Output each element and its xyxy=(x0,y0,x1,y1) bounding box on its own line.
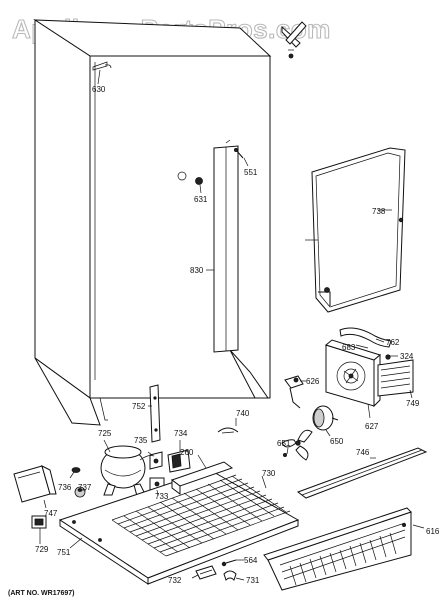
label-626: 626 xyxy=(306,377,320,386)
label-740: 740 xyxy=(236,409,250,418)
part-651-fan-blade xyxy=(281,429,313,461)
part-746-rail xyxy=(296,447,428,499)
part-752-bracket xyxy=(149,384,161,443)
label-564: 564 xyxy=(244,556,258,565)
label-738: 738 xyxy=(372,207,386,216)
part-731-foot xyxy=(223,570,237,581)
label-733: 733 xyxy=(155,492,169,501)
part-735-relay xyxy=(149,451,163,470)
part-751-base-pan xyxy=(58,469,300,585)
part-616-grille xyxy=(263,507,412,591)
part-number-labels: 630 551 631 738 830 762 683 324 626 749 … xyxy=(8,85,440,597)
label-324: 324 xyxy=(400,352,414,361)
label-631: 631 xyxy=(194,195,208,204)
part-627-fan-bracket xyxy=(324,339,382,408)
label-725: 725 xyxy=(98,429,112,438)
label-736: 736 xyxy=(58,483,72,492)
leader-lines xyxy=(39,69,425,581)
label-730: 730 xyxy=(262,469,276,478)
part-830-strip xyxy=(213,139,239,353)
part-736-grommet xyxy=(71,467,81,473)
label-551: 551 xyxy=(244,168,258,177)
part-734-overload xyxy=(167,449,191,473)
part-738-gasket xyxy=(305,147,406,313)
label-260: 260 xyxy=(180,448,194,457)
art-number: (ART NO. WR17697) xyxy=(8,590,75,597)
label-752: 752 xyxy=(132,402,146,411)
label-737: 737 xyxy=(78,483,92,492)
label-732: 732 xyxy=(168,576,182,585)
label-747: 747 xyxy=(44,509,58,518)
cabinet-body xyxy=(33,19,272,426)
part-740-clip xyxy=(217,427,239,434)
label-735: 735 xyxy=(134,436,148,445)
part-749-cover xyxy=(377,359,414,397)
label-627: 627 xyxy=(365,422,379,431)
label-650: 650 xyxy=(330,437,344,446)
label-630: 630 xyxy=(92,85,106,94)
label-729: 729 xyxy=(35,545,49,554)
part-729-block xyxy=(31,515,47,529)
label-762: 762 xyxy=(386,338,400,347)
part-564-screw xyxy=(221,559,237,567)
label-651: 651 xyxy=(277,439,291,448)
label-749: 749 xyxy=(406,399,420,408)
label-731: 731 xyxy=(246,576,260,585)
part-630-plug xyxy=(92,61,112,71)
part-725-compressor xyxy=(100,445,155,497)
part-324-clip xyxy=(385,354,391,360)
label-751: 751 xyxy=(57,548,71,557)
part-737-grommet xyxy=(74,486,86,498)
label-683: 683 xyxy=(342,343,356,352)
part-747-box xyxy=(13,465,57,503)
part-732-foot xyxy=(195,565,217,580)
label-746: 746 xyxy=(356,448,370,457)
part-551-screw xyxy=(233,147,244,159)
wrench-icon xyxy=(281,21,307,59)
part-631-button xyxy=(177,171,203,185)
part-626-thermostat xyxy=(284,375,304,409)
part-730-condenser xyxy=(111,474,291,557)
label-734: 734 xyxy=(174,429,188,438)
part-650-fan-motor xyxy=(312,405,339,431)
label-616: 616 xyxy=(426,527,440,536)
label-830: 830 xyxy=(190,266,204,275)
part-762-tube xyxy=(339,327,392,348)
part-260-bracket xyxy=(170,461,234,495)
